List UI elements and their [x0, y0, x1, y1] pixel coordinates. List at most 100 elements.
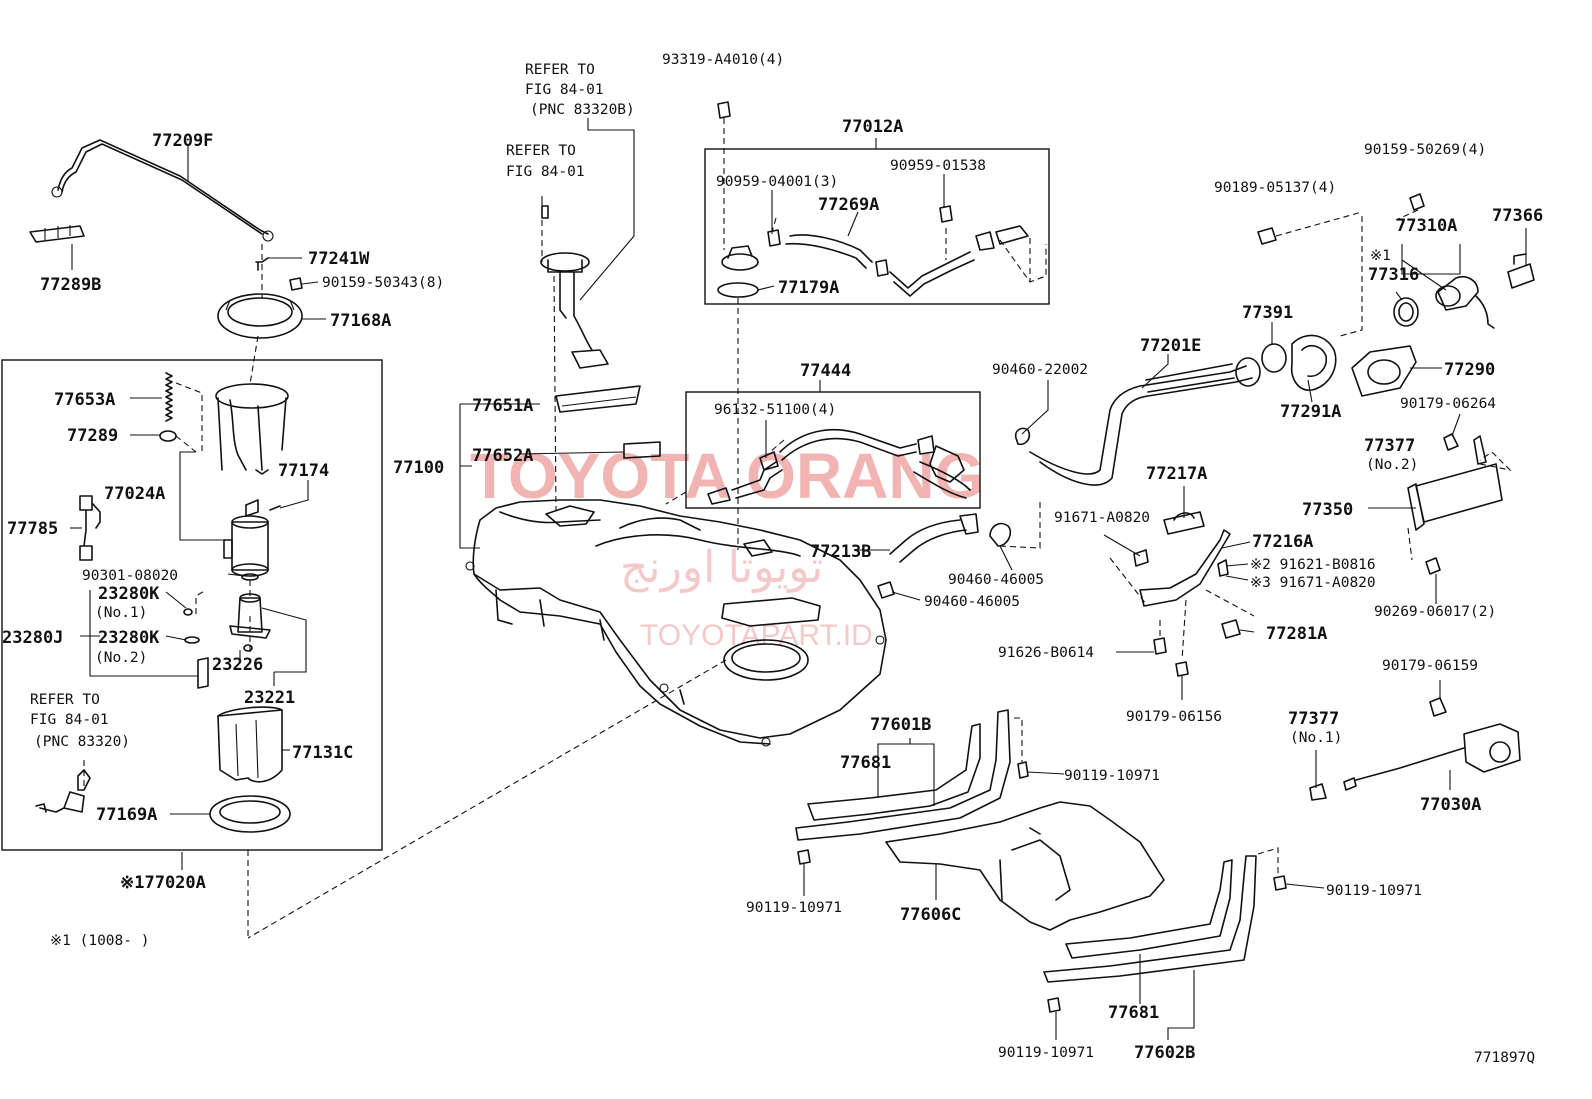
screw-ref [541, 205, 549, 219]
label-77377-1: 77377 [1288, 709, 1339, 729]
bracket-77289B [29, 225, 85, 243]
label-90460-46005b: 90460-46005 [948, 572, 1044, 588]
box-77444 [685, 391, 981, 509]
label-no1-b: (No.1) [1290, 730, 1342, 746]
label-77602B: 77602B [1134, 1043, 1195, 1063]
label-90159-50269: 90159-50269(4) [1364, 142, 1486, 158]
tank-pad [721, 597, 821, 627]
label-90301-08020: 90301-08020 [82, 568, 178, 584]
label-77350: 77350 [1302, 500, 1353, 520]
label-77289: 77289 [67, 426, 118, 446]
fuel-tank-77100 [465, 499, 887, 747]
label-90959-04001: 90959-04001(3) [716, 174, 838, 190]
figure-code: 771897Q [1474, 1050, 1535, 1066]
label-77681b: 77681 [1108, 1003, 1159, 1023]
label-77290: 77290 [1444, 360, 1495, 380]
label-note1: ※1 (1008- ) [50, 933, 149, 949]
label-star1: ※1 [1370, 248, 1391, 264]
label-77024A: 77024A [104, 484, 165, 504]
watermark-arabic: تويوتا اورنج [620, 543, 823, 593]
label-77391: 77391 [1242, 303, 1293, 323]
label-77201E: 77201E [1140, 336, 1201, 356]
ref-top-line1: REFER TO [525, 62, 595, 78]
clip-77366 [1507, 253, 1535, 289]
labels: REFER TO FIG 84-01 (PNC 83320B) REFER TO… [2, 52, 1543, 1066]
ref-left-line2: FIG 84-01 [30, 712, 109, 728]
hoses-77269A [717, 205, 1047, 298]
ring-77169A [209, 795, 291, 833]
hoses-77444 [665, 428, 971, 505]
label-77281A: 77281A [1266, 624, 1327, 644]
ring-77391 [1261, 343, 1287, 373]
label-77213B: 77213B [810, 542, 871, 562]
fuel-line-77209F [29, 139, 274, 243]
label-77269A: 77269A [818, 195, 879, 215]
ref-mid-line1: REFER TO [506, 143, 576, 159]
label-90460-46005a: 90460-46005 [924, 594, 1020, 610]
label-77651A: 77651A [472, 396, 533, 416]
label-77377-2: 77377 [1364, 436, 1415, 456]
label-77179A: 77179A [778, 278, 839, 298]
label-90179-06159: 90179-06159 [1382, 658, 1478, 674]
watermark-url: TOYOTAPART.ID [640, 619, 873, 652]
label-90159-50343: 90159-50343(8) [322, 275, 444, 291]
label-90119-c: 90119-10971 [1326, 883, 1422, 899]
label-91626: 91626-B0614 [998, 645, 1094, 661]
sender-left [35, 760, 91, 813]
protectors [795, 709, 1287, 1013]
label-77012A: 77012A [842, 117, 903, 137]
label-77216A: 77216A [1252, 532, 1313, 552]
label-77606C: 77606C [900, 905, 961, 925]
label-77366: 77366 [1492, 206, 1543, 226]
label-90179-06264: 90179-06264 [1400, 396, 1496, 412]
label-91671-A0820a: 91671-A0820 [1054, 510, 1150, 526]
label-90460-22002: 90460-22002 [992, 362, 1088, 378]
label-77169A: 77169A [96, 805, 157, 825]
label-90119-a: 90119-10971 [1064, 768, 1160, 784]
label-77652A: 77652A [472, 446, 533, 466]
ref-mid-line2: FIG 84-01 [506, 164, 585, 180]
ref-top-line3: (PNC 83320B) [530, 102, 635, 118]
bracket-77217A [1109, 511, 1255, 677]
label-77020A: ※177020A [120, 873, 206, 893]
label-91621: ※2 91621-B0816 [1250, 557, 1376, 573]
label-77209F: 77209F [152, 131, 213, 151]
label-77601B: 77601B [870, 715, 931, 735]
label-77030A: 77030A [1420, 795, 1481, 815]
pad-77651A [555, 385, 641, 413]
label-90269: 90269-06017(2) [1374, 604, 1496, 620]
label-23280K-2: 23280K [98, 628, 160, 648]
fuel-pump-set [159, 372, 289, 689]
label-77168A: 77168A [330, 311, 391, 331]
ref-left-line3: (PNC 83320) [34, 734, 130, 750]
actuator-77030A [1309, 697, 1521, 801]
label-77310A: 77310A [1396, 216, 1457, 236]
label-77681a: 77681 [840, 753, 891, 773]
label-77100: 77100 [393, 458, 444, 478]
label-93319: 93319-A4010(4) [662, 52, 784, 68]
label-91671-A0820b: ※3 91671-A0820 [1250, 575, 1376, 591]
lid-77350 [1407, 433, 1512, 575]
label-77289B: 77289B [40, 275, 101, 295]
label-23221: 23221 [244, 688, 295, 708]
label-90179-06156: 90179-06156 [1126, 709, 1222, 725]
filler-pipe-77201E [1029, 334, 1337, 486]
label-77316: 77316 [1368, 265, 1419, 285]
label-90189: 90189-05137(4) [1214, 180, 1336, 196]
ring-77168A [217, 257, 303, 339]
harness-77785 [79, 495, 101, 561]
guide-lines [247, 118, 1031, 939]
sender-gauge [540, 205, 609, 369]
spring-77653A [165, 372, 173, 422]
label-77291A: 77291A [1280, 402, 1341, 422]
grommet-77289 [159, 430, 177, 442]
label-23280J: 23280J [2, 628, 63, 648]
label-77444: 77444 [800, 361, 851, 381]
neck-77291A [1290, 334, 1337, 391]
pump-assembly-box [1, 359, 383, 851]
leader-lines [70, 118, 1527, 1040]
fuel-cap-77310A [1257, 193, 1535, 397]
gasket-77179A [717, 282, 759, 298]
label-77174: 77174 [278, 461, 329, 481]
